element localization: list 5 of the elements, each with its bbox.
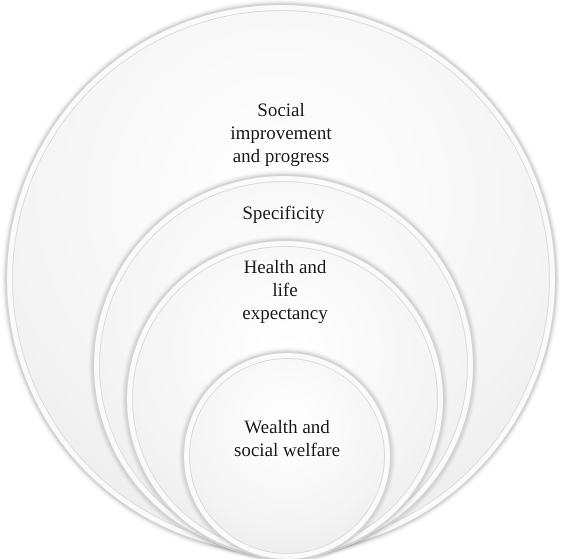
circle-label: Social improvement and progress — [229, 99, 333, 168]
circle-label: Wealth and social welfare — [232, 416, 342, 462]
circle-label: Health and life expectancy — [241, 256, 329, 325]
circle-label: Specificity — [241, 202, 326, 225]
circle — [125, 239, 445, 559]
